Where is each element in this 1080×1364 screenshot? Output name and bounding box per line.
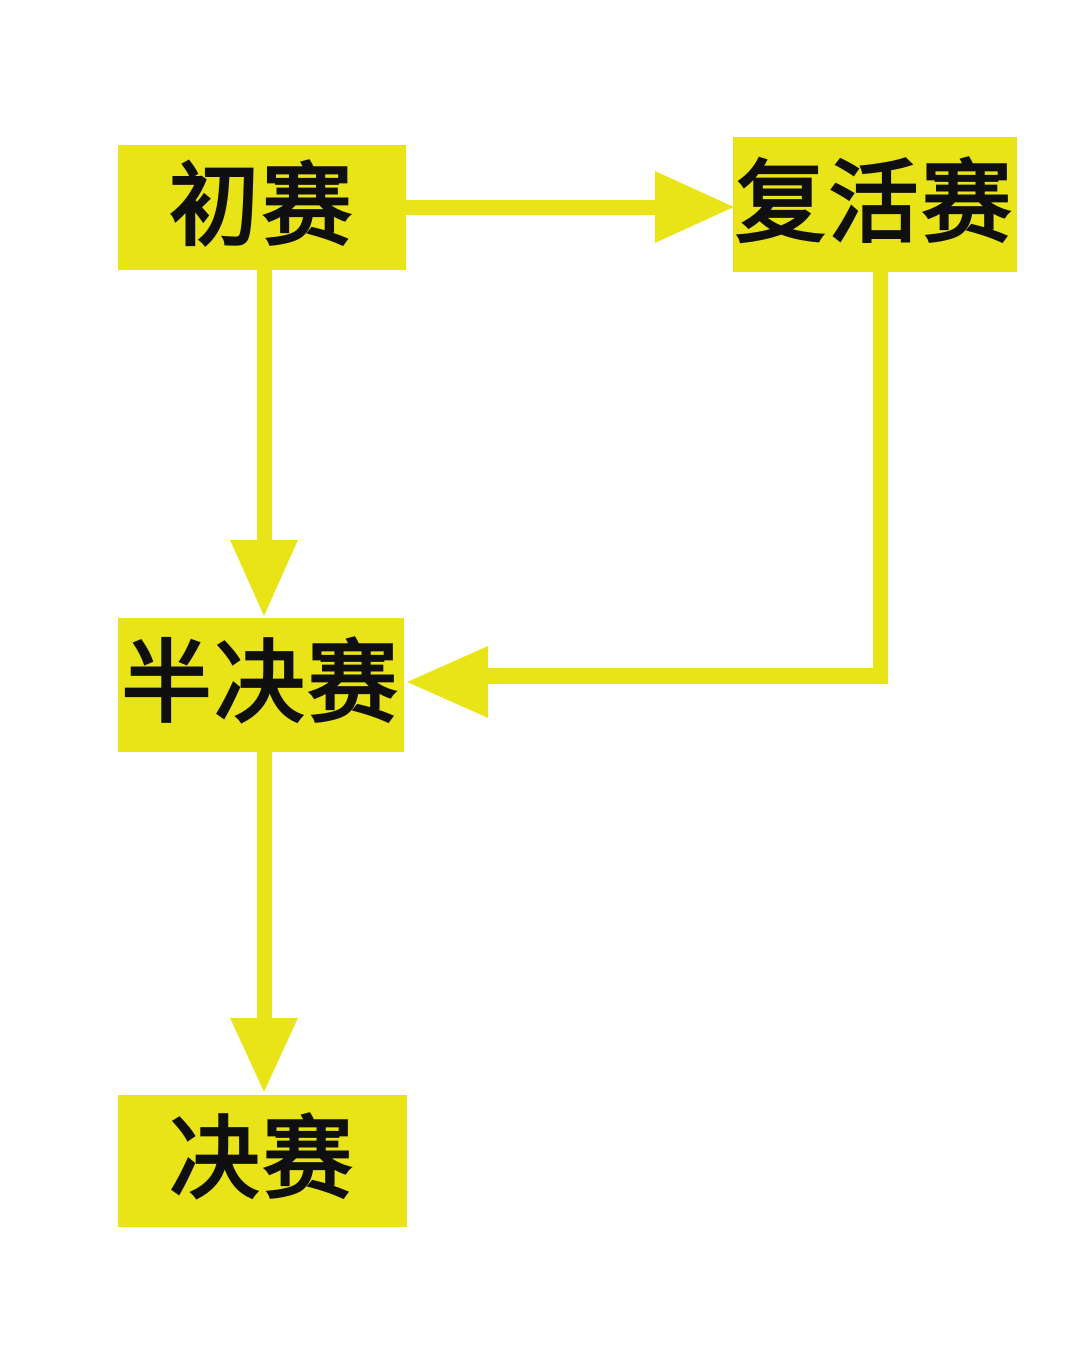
node-preliminary-label: 初赛 (169, 152, 355, 259)
node-semifinal-label: 半决赛 (121, 630, 401, 736)
arrow-preliminary-to-semifinal (230, 266, 298, 616)
arrow-revival-to-semifinal (407, 268, 888, 718)
arrow-preliminary-to-revival (404, 171, 734, 243)
arrow-semifinal-to-final (230, 748, 298, 1092)
node-semifinal: 半决赛 (118, 618, 404, 752)
node-final: 决赛 (118, 1095, 407, 1227)
node-final-label: 决赛 (169, 1106, 356, 1212)
node-revival: 复活赛 (733, 137, 1017, 272)
node-preliminary: 初赛 (118, 145, 406, 270)
node-revival-label: 复活赛 (735, 149, 1015, 256)
